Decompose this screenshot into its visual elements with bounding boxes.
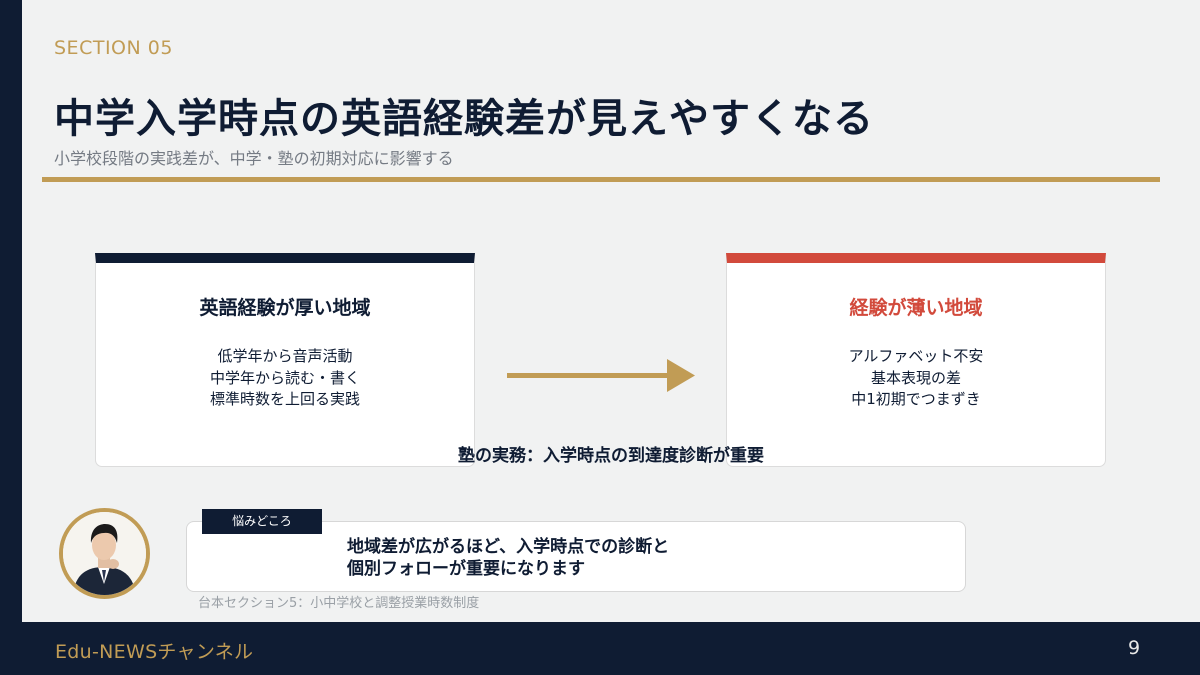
callout-tag: 悩みどころ (202, 509, 322, 534)
slide: SECTION 05 中学入学時点の英語経験差が見えやすくなる 小学校段階の実践… (22, 0, 1200, 622)
slide-subtitle: 小学校段階の実践差が、中学・塾の初期対応に影響する (54, 149, 454, 168)
list-item: 中1初期でつまずき (851, 390, 981, 408)
list-item: アルファベット不安 (848, 347, 984, 365)
list-item: 中学年から読む・書く (209, 368, 360, 387)
presenter-avatar-icon (59, 508, 150, 599)
title-divider (42, 177, 1160, 182)
thin-experience-heading: 経験が薄い地域 (849, 297, 983, 319)
thin-experience-card: 経験が薄い地域 アルファベット不安 基本表現の差 中1初期でつまずき (726, 253, 1106, 467)
thick-experience-heading: 英語経験が厚い地域 (199, 297, 371, 319)
juku-practice-note: 塾の実務：入学時点の到達度診断が重要 (458, 446, 764, 466)
callout-line: 個別フォローが重要になります (347, 559, 585, 579)
slide-title: 中学入学時点の英語経験差が見えやすくなる (54, 96, 874, 142)
thick-experience-list: 低学年から音声活動 中学年から読む・書く 標準時数を上回る実践 (96, 346, 474, 411)
list-item: 低学年から音声活動 (217, 347, 353, 365)
callout-text: 地域差が広がるほど、入学時点での診断と 個別フォローが重要になります (347, 536, 669, 580)
section-label: SECTION 05 (54, 37, 173, 59)
thick-experience-card: 英語経験が厚い地域 低学年から音声活動 中学年から読む・書く 標準時数を上回る実… (95, 253, 475, 467)
callout-line: 地域差が広がるほど、入学時点での診断と (347, 537, 670, 557)
thin-experience-list: アルファベット不安 基本表現の差 中1初期でつまずき (727, 346, 1105, 411)
page-number: 9 (1128, 637, 1141, 659)
source-note: 台本セクション5：小中学校と調整授業時数制度 (198, 596, 480, 611)
channel-brand: Edu-NEWSチャンネル (55, 641, 254, 663)
list-item: 標準時数を上回る実践 (209, 390, 360, 408)
list-item: 基本表現の差 (870, 368, 961, 387)
right-arrow-icon (507, 359, 695, 392)
